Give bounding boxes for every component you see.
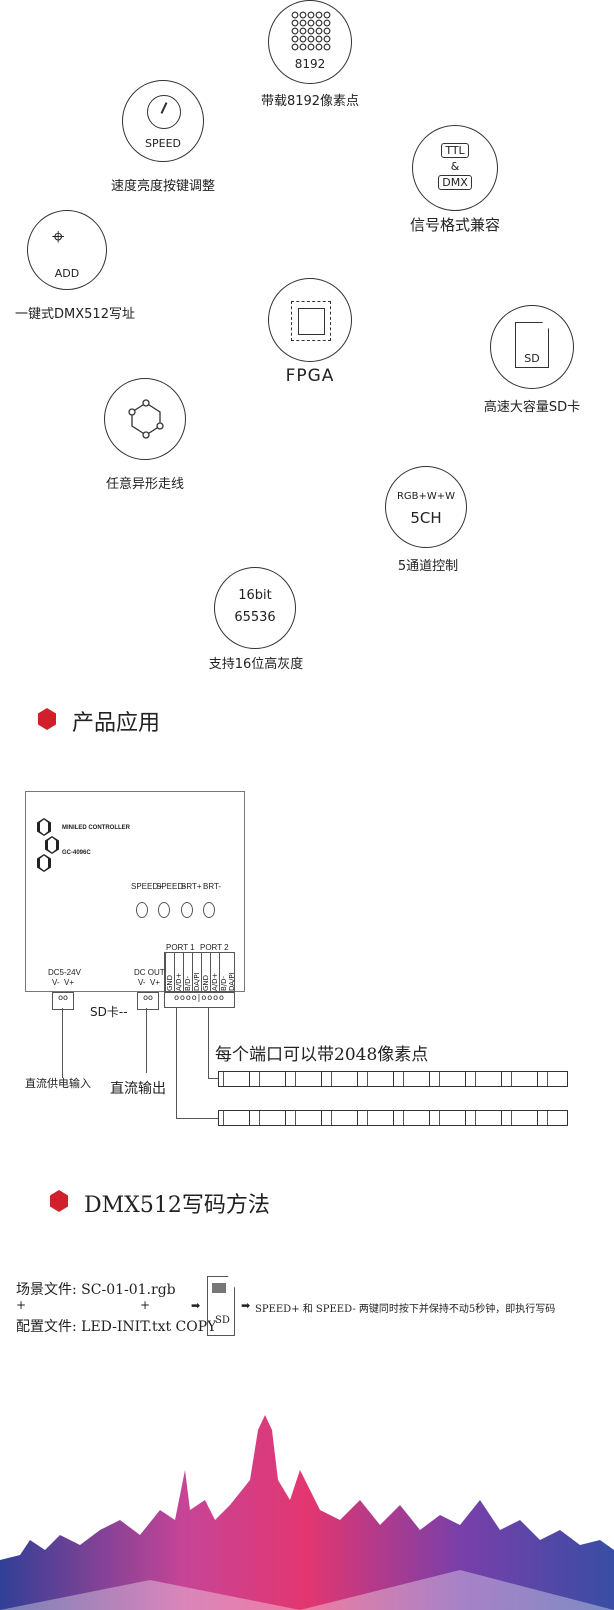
pin-label: GND <box>201 953 210 991</box>
power-in-label: 直流供电输入 <box>25 1077 91 1090</box>
arrow-right-icon: ➡ <box>191 1299 201 1312</box>
feature-ttl-dmx: TTL & DMX <box>412 125 498 211</box>
button-label: SPEED- <box>156 882 186 891</box>
v-plus-label: V+ <box>150 978 161 987</box>
led-strip-1 <box>218 1071 568 1087</box>
port2-label: PORT 2 <box>200 943 229 952</box>
feature-inner: & <box>450 160 460 173</box>
section-title: 产品应用 <box>72 711 161 736</box>
controller-box <box>25 791 245 992</box>
pin-label: B/D- <box>183 953 192 991</box>
hexagon-bullet-icon <box>38 708 56 730</box>
feature-label: 高速大容量SD卡 <box>483 400 581 415</box>
button-label: BRT+ <box>181 882 202 891</box>
feature-routing <box>104 378 186 460</box>
speed-minus-button[interactable] <box>158 902 170 918</box>
network-icon <box>128 399 164 439</box>
feature-inner: SD <box>524 352 540 365</box>
config-file-label: 配置文件: LED-INIT.txt COPY <box>16 1319 217 1335</box>
feature-inner: SPEED <box>145 137 181 150</box>
plus-sign: + <box>16 1298 27 1312</box>
pin-label: A/D+ <box>210 953 219 991</box>
button-label: SPEED+ <box>131 882 163 891</box>
brand-label: MINILED CONTROLLER <box>62 825 130 831</box>
v-minus-label: V- <box>52 978 60 987</box>
feature-inner: DMX <box>438 175 472 190</box>
feature-inner: 16bit <box>238 588 272 603</box>
feature-label: 信号格式兼容 <box>409 216 501 234</box>
sd-card-icon <box>515 322 549 368</box>
feature-speed: SPEED <box>122 80 204 162</box>
feature-label: 速度亮度按键调整 <box>110 179 216 194</box>
feature-label: 一键式DMX512写址 <box>15 307 135 322</box>
model-label: GC-4096C <box>62 850 91 856</box>
v-minus-label: V- <box>138 978 146 987</box>
feature-5ch: RGB+W+W 5CH <box>385 466 467 548</box>
feature-add: ⌖ ADD <box>27 210 107 290</box>
brt-minus-button[interactable] <box>203 902 215 918</box>
v-plus-label: V+ <box>64 978 75 987</box>
chip-icon <box>291 301 331 341</box>
sd-card-icon: SD <box>207 1276 235 1336</box>
feature-fpga <box>268 278 352 362</box>
feature-inner: 5CH <box>410 509 442 527</box>
dc-out-label: DC OUT <box>134 968 165 977</box>
dc-out-terminal: oo <box>137 992 159 1010</box>
arrow-right-icon: ➡ <box>241 1299 251 1312</box>
feature-label: 带载8192像素点 <box>260 94 360 109</box>
section-title: DMX512写码方法 <box>84 1193 270 1218</box>
feature-label: 5通道控制 <box>397 559 459 574</box>
brt-plus-button[interactable] <box>181 902 193 918</box>
dc-in-terminal: oo <box>52 992 74 1010</box>
port1-label: PORT 1 <box>166 943 195 952</box>
city-skyline-banner <box>0 1415 614 1610</box>
scene-file-label: 场景文件: SC-01-01.rgb <box>16 1282 176 1298</box>
led-matrix-icon <box>291 11 331 51</box>
feature-label: 任意异形走线 <box>105 477 185 492</box>
speedometer-icon <box>147 95 181 129</box>
feature-16bit: 16bit 65536 <box>214 567 296 649</box>
power-out-label: 直流输出 <box>110 1081 166 1097</box>
feature-inner: ADD <box>54 267 80 280</box>
feature-sd: SD <box>490 305 574 389</box>
feature-8192: 8192 <box>268 0 352 84</box>
port-note: 每个端口可以带2048像素点 <box>215 1045 429 1065</box>
sd-slot-label: SD卡-- <box>90 1005 128 1019</box>
pin-label: B/D- <box>219 953 228 991</box>
port-terminal: oooo|oooo <box>164 992 235 1008</box>
feature-inner: 8192 <box>294 57 326 71</box>
pin-label: GND <box>165 953 174 991</box>
dc-in-label: DC5-24V <box>48 968 81 977</box>
speed-plus-button[interactable] <box>136 902 148 918</box>
feature-inner: 65536 <box>234 610 276 625</box>
pin-label: DA/PI <box>192 953 201 991</box>
sd-label: SD <box>215 1315 230 1326</box>
feature-inner: RGB+W+W <box>396 491 456 502</box>
button-label: BRT- <box>203 882 222 891</box>
led-strip-2 <box>218 1110 568 1126</box>
cursor-click-icon: ⌖ <box>52 225 65 250</box>
hexagon-bullet-icon <box>50 1190 68 1212</box>
protocol-icon: TTL <box>441 143 469 158</box>
pin-label: A/D+ <box>174 953 183 991</box>
pin-label: DA/PI <box>228 972 236 991</box>
plus-sign: + <box>140 1298 151 1312</box>
feature-label: FPGA <box>285 366 335 386</box>
port-pin-labels: GND A/D+ B/D- DA/PI GND A/D+ B/D- DA/PI <box>164 952 236 992</box>
feature-label: 支持16位高灰度 <box>208 657 304 672</box>
instruction-text: SPEED+ 和 SPEED- 两键同时按下并保持不动5秒钟，即执行写码 <box>255 1304 556 1315</box>
